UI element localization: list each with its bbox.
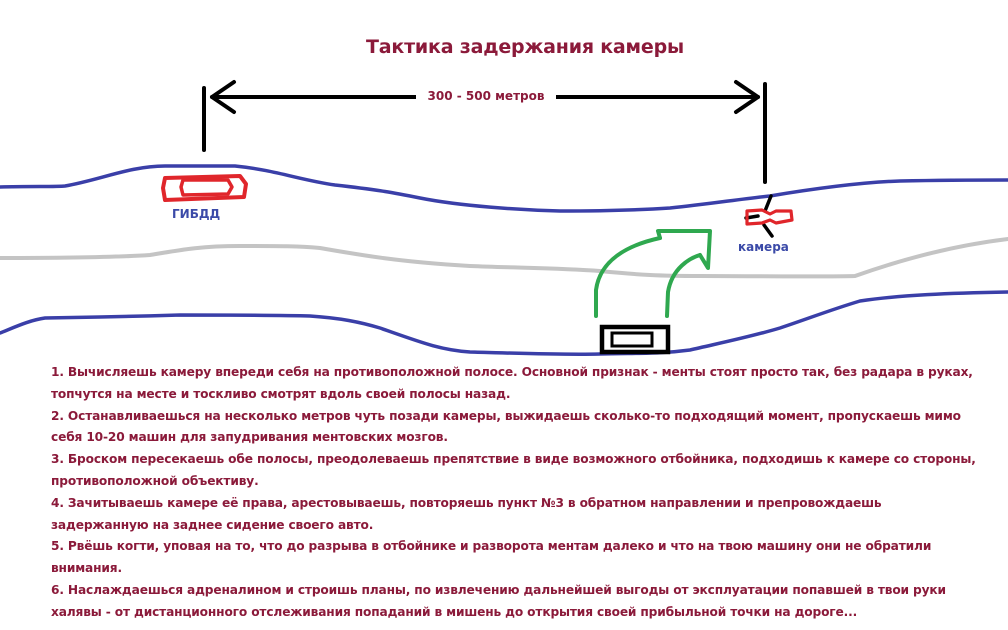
step-5: 5. Рвёшь когти, уповая на то, что до раз…	[51, 539, 932, 576]
police-car-icon	[161, 174, 248, 202]
steps-list: 1. Вычисляешь камеру впереди себя на про…	[51, 362, 981, 624]
diagram-title: Тактика задержания камеры	[366, 36, 684, 58]
own-car-icon	[599, 324, 671, 355]
step-6: 6. Наслаждаешься адреналином и строишь п…	[51, 582, 946, 619]
upper-road-edge	[0, 164, 1008, 213]
camera-label: камера	[738, 240, 789, 254]
police-label: ГИБДД	[172, 207, 221, 221]
step-1: 1. Вычисляешь камеру впереди себя на про…	[51, 365, 973, 401]
lower-road-edge	[0, 290, 1008, 357]
step-3: 3. Броском пересекаешь обе полосы, преод…	[51, 452, 976, 488]
camera-icon	[744, 194, 794, 238]
route-arrow-icon	[594, 229, 712, 318]
road-diagram	[0, 80, 1008, 357]
step-2: 2. Останавливаешься на несколько метров …	[51, 408, 961, 445]
step-4: 4. Зачитываешь камере её права, арестовы…	[51, 495, 882, 532]
center-line	[0, 237, 1008, 279]
distance-label: 300 - 500 метров	[416, 89, 556, 103]
